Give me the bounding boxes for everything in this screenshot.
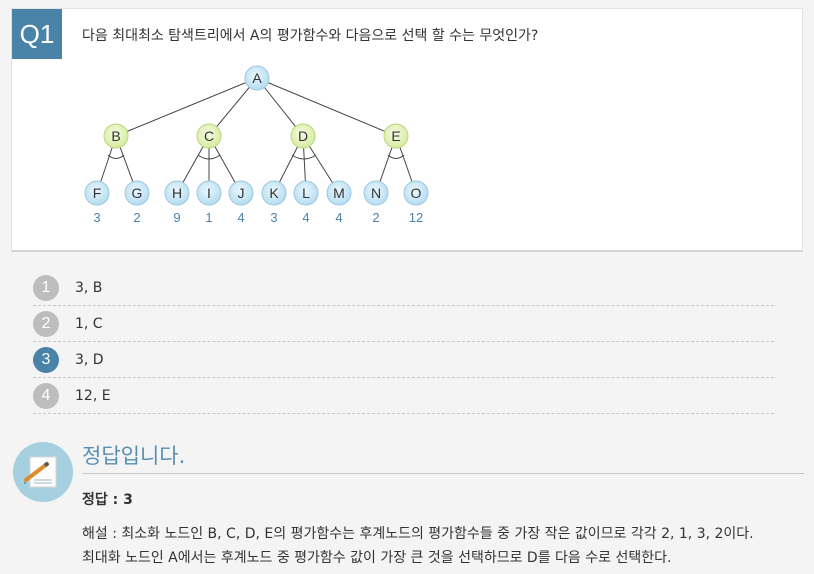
result-title: 정답입니다.	[82, 444, 186, 468]
option-2-number: 2	[33, 310, 59, 337]
leaf-o: O 12	[403, 180, 429, 225]
min-arc-e	[387, 154, 405, 159]
leaf-i-value: 1	[205, 210, 212, 225]
minimax-tree-diagram: A B C D E F 3 G 2	[84, 65, 429, 225]
option-2[interactable]: 2 1, C	[33, 306, 774, 342]
leaf-g-value: 2	[133, 210, 140, 225]
leaf-k: K 3	[261, 180, 287, 225]
option-4[interactable]: 4 12, E	[33, 378, 774, 414]
option-2-label: 1, C	[75, 315, 103, 332]
min-arc-d	[291, 154, 317, 160]
node-d: D	[290, 123, 316, 149]
leaf-o-label: O	[411, 185, 422, 201]
leaf-m: M 4	[326, 180, 352, 225]
option-3-label: 3, D	[75, 351, 104, 368]
option-4-label: 12, E	[75, 387, 111, 404]
option-3-number: 3	[33, 346, 59, 373]
node-root-label: A	[252, 70, 262, 86]
node-c-label: C	[204, 128, 214, 144]
node-b-label: B	[111, 128, 120, 144]
option-1[interactable]: 1 3, B	[33, 270, 774, 306]
leaf-j-value: 4	[237, 210, 244, 225]
leaf-i-label: I	[207, 185, 211, 201]
explanation: 해설 : 최소화 노드인 B, C, D, E의 평가함수는 후계노드의 평가함…	[82, 522, 807, 570]
min-arc-c	[197, 154, 221, 160]
leaf-h: H 9	[164, 180, 190, 225]
option-1-label: 3, B	[75, 279, 103, 296]
node-e: E	[383, 123, 409, 149]
min-arc-b	[107, 154, 125, 159]
leaf-k-value: 3	[270, 210, 277, 225]
node-e-label: E	[391, 128, 400, 144]
question-number: Q1	[12, 9, 62, 59]
node-c: C	[196, 123, 222, 149]
leaf-l-value: 4	[302, 210, 309, 225]
leaf-i: I 1	[196, 180, 222, 225]
leaf-m-value: 4	[335, 210, 342, 225]
answer-options: 1 3, B 2 1, C 3 3, D 4 12, E	[33, 270, 774, 414]
leaf-h-value: 9	[173, 210, 180, 225]
leaf-n-value: 2	[372, 210, 379, 225]
leaf-j-label: J	[238, 185, 245, 201]
explanation-line-2: 최대화 노드인 A에서는 후계노드 중 평가함수 값이 가장 큰 것을 선택하므…	[82, 550, 672, 566]
node-b: B	[103, 123, 129, 149]
question-card: Q1 다음 최대최소 탐색트리에서 A의 평가함수와 다음으로 선택 할 수는 …	[11, 8, 803, 252]
leaf-f-label: F	[93, 185, 102, 201]
leaf-f-value: 3	[93, 210, 100, 225]
option-1-number: 1	[33, 274, 59, 301]
edge-a-e	[256, 77, 397, 137]
leaf-h-label: H	[172, 185, 182, 201]
node-d-label: D	[298, 128, 308, 144]
option-4-number: 4	[33, 382, 59, 409]
leaf-g: G 2	[124, 180, 150, 225]
edge-a-b	[115, 77, 258, 137]
leaf-n: N 2	[363, 180, 389, 225]
leaf-g-label: G	[132, 185, 143, 201]
tree-edges	[96, 77, 417, 194]
edge-a-c	[208, 77, 258, 137]
leaf-f: F 3	[84, 180, 110, 225]
leaf-l-label: L	[302, 185, 310, 201]
node-root: A	[244, 65, 270, 91]
leaf-l: L 4	[293, 180, 319, 225]
leaf-o-value: 12	[409, 210, 423, 225]
question-text: 다음 최대최소 탐색트리에서 A의 평가함수와 다음으로 선택 할 수는 무엇인…	[82, 28, 539, 44]
pencil-paper-icon	[13, 442, 73, 502]
leaf-n-label: N	[371, 185, 381, 201]
explanation-line-1: 해설 : 최소화 노드인 B, C, D, E의 평가함수는 후계노드의 평가함…	[82, 526, 754, 542]
leaf-m-label: M	[333, 185, 345, 201]
correct-answer: 정답 : 3	[82, 492, 133, 508]
leaf-j: J 4	[228, 180, 254, 225]
option-3[interactable]: 3 3, D	[33, 342, 774, 378]
result-divider	[82, 473, 804, 474]
leaf-k-label: K	[269, 185, 279, 201]
